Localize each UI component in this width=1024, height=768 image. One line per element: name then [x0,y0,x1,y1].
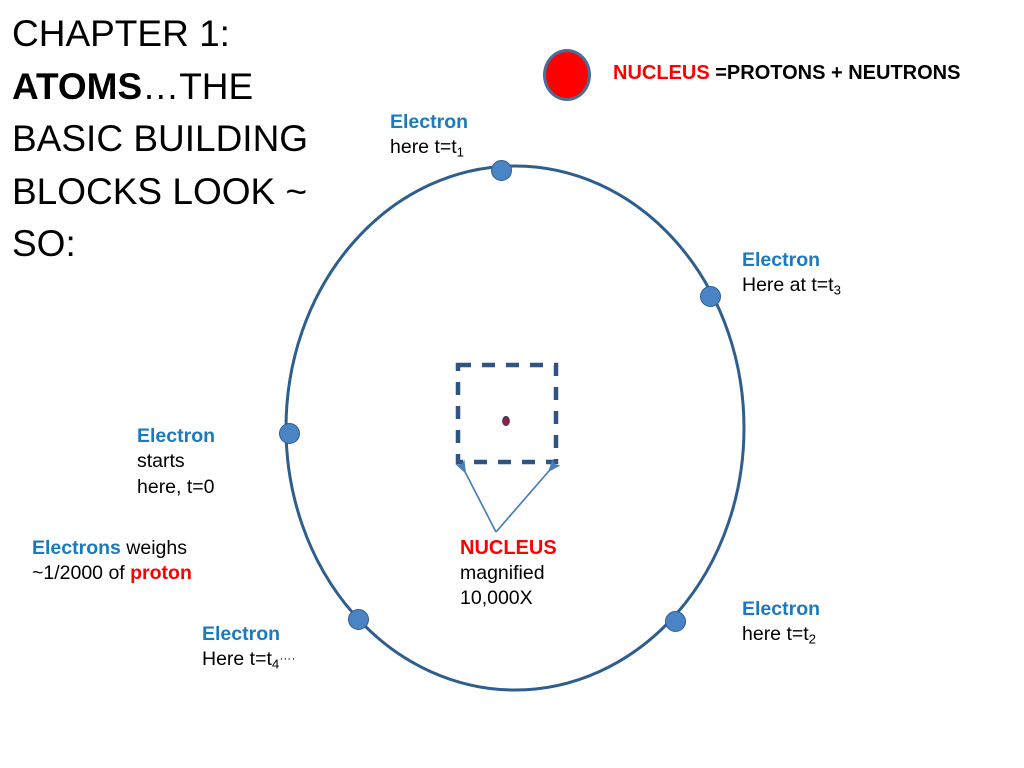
nucleus-magnified-line3: 10,000X [460,587,533,610]
electron-label-t2-text: here t=t [742,623,809,646]
nucleus-legend-keyword: NUCLEUS [613,62,710,84]
electron-label-t4-keyword: Electron [202,623,281,645]
title-line-2: ATOMS…THE [12,61,382,114]
electron-label-t4-trailing-dots: …. [279,648,296,663]
electron-label-t1-subscript: 1 [456,145,465,161]
electron-label-t3-keyword: Electron [742,249,821,271]
callout-arrow-right [495,458,561,533]
electron-weight-note-mid: weighs [120,537,187,559]
electron-label-t0-line2: starts [137,450,185,473]
electron-label-t1-text: here t=t [390,136,457,159]
nucleus-dot-icon [502,415,510,427]
title-line-4: BLOCKS LOOK ~ [12,170,308,212]
electron-label-t4: Electron Here t=t4…. [202,622,296,673]
electron-label-t2: Electron here t=t2 [742,597,820,648]
nucleus-magnified-line2: magnified [460,562,545,584]
electron-label-t4-text: Here t=t [202,648,272,671]
electron-label-t3: Electron Here at t=t3 [742,248,841,299]
electron-weight-note-line1: Electrons weighs [32,536,192,561]
electron-label-t4-subscript: 4 [271,657,280,673]
electron-label-t0: Electron starts here, t=0 [137,424,215,500]
electron-dot-t4[interactable] [348,609,369,630]
electron-label-t2-keyword: Electron [742,598,821,620]
electron-label-t0-keyword: Electron [137,425,216,447]
nucleus-magnified-caption: NUCLEUS magnified 10,000X [460,535,557,612]
electron-label-t0-line3: here, t=0 [137,475,215,498]
title-line-2-suffix: …THE [142,65,254,107]
electron-label-t1-keyword: Electron [390,111,469,133]
electron-label-t1-line2: here t=t1 [390,135,468,161]
electron-dot-t1[interactable] [491,160,512,181]
title-line-5: SO: [12,223,76,265]
nucleus-legend-label: NUCLEUS =PROTONS + NEUTRONS [613,60,960,86]
electron-label-t1: Electron here t=t1 [390,110,468,161]
electron-dot-t2[interactable] [665,611,686,632]
title-line-1: CHAPTER 1: [12,13,230,54]
electron-weight-note-line2: ~1/2000 of proton [32,561,192,586]
page-title: CHAPTER 1: ATOMS…THE BASIC BUILDING BLOC… [12,8,382,271]
title-atoms-keyword: ATOMS [12,65,143,107]
electron-dot-t0[interactable] [279,423,300,444]
electron-weight-note-proton-keyword: proton [130,562,192,585]
nucleus-magnified-keyword: NUCLEUS [460,537,557,559]
electron-label-t3-line2: Here at t=t3 [742,273,841,299]
electron-dot-t3[interactable] [700,286,721,307]
electron-label-t3-subscript: 3 [833,283,841,299]
callout-arrow-left [455,459,497,533]
electron-weight-note: Electrons weighs ~1/2000 of proton [32,536,192,587]
electron-label-t3-text: Here at t=t [742,274,834,297]
nucleus-legend-definition: =PROTONS + NEUTRONS [709,62,961,84]
electron-label-t2-subscript: 2 [808,632,817,648]
electron-label-t4-line2: Here t=t4…. [202,647,296,673]
nucleus-magnification-box [455,362,559,465]
electron-label-t2-line2: here t=t2 [742,622,820,648]
electron-weight-note-fraction: ~1/2000 of [32,562,131,585]
title-line-3: BASIC BUILDING [12,118,309,160]
electron-weight-note-keyword: Electrons [32,537,121,559]
nucleus-legend-circle-icon [543,49,591,101]
